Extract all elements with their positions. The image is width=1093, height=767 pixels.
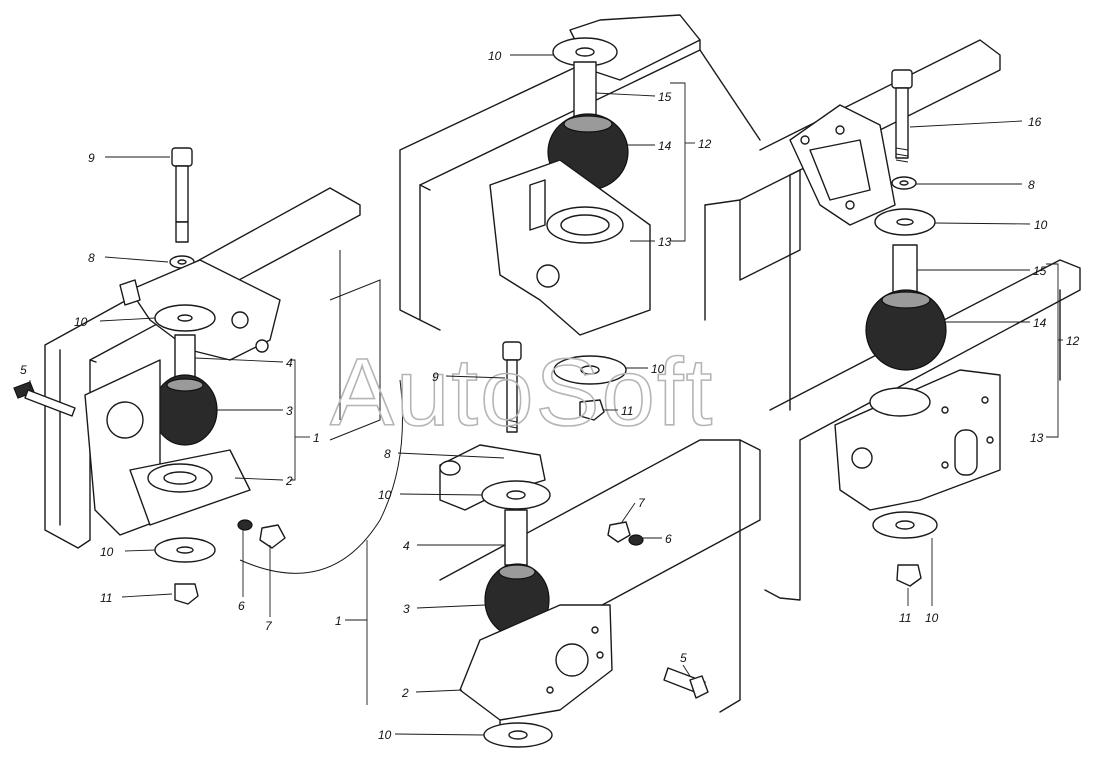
callout-labels: 9 8 10 5 4 3 1 2 10 11 6 7 1 10 15 14 12… [20, 49, 1080, 742]
callout-right-13: 13 [1030, 431, 1044, 445]
callout-center-10-upper: 10 [378, 488, 392, 502]
callout-left-1-lower: 1 [335, 614, 342, 628]
callout-center-11: 11 [621, 404, 633, 418]
callout-left-3: 3 [286, 404, 293, 418]
callout-top-14: 14 [658, 139, 672, 153]
callout-left-7: 7 [265, 619, 273, 633]
callout-right-11: 11 [899, 611, 911, 625]
callout-left-4: 4 [286, 356, 293, 370]
callout-top-15: 15 [658, 90, 672, 104]
callout-left-2: 2 [285, 474, 293, 488]
callout-left-8: 8 [88, 251, 95, 265]
callout-center-9: 9 [432, 370, 439, 384]
callout-center-6: 6 [665, 532, 672, 546]
right-mount-assembly [789, 69, 1001, 587]
callout-right-12: 12 [1066, 334, 1080, 348]
callout-center-4: 4 [403, 539, 410, 553]
callout-left-5: 5 [20, 363, 27, 377]
callout-right-8: 8 [1028, 178, 1035, 192]
callout-center-7: 7 [638, 496, 646, 510]
callout-left-9: 9 [88, 151, 95, 165]
callout-top-13: 13 [658, 235, 672, 249]
callout-left-10-lower: 10 [100, 545, 114, 559]
center-mount-assembly [439, 341, 709, 748]
watermark-text: AutoSoft [330, 339, 714, 446]
assembly-outline-curve [239, 379, 403, 574]
callout-left-11: 11 [100, 591, 112, 605]
left-mount-assembly [13, 147, 286, 605]
callout-center-10: 10 [651, 362, 665, 376]
callout-top-12: 12 [698, 137, 712, 151]
leader-lines [29, 54, 1063, 736]
callout-center-3: 3 [403, 602, 410, 616]
callout-center-10-lower: 10 [378, 728, 392, 742]
top-mount-assembly [489, 14, 701, 421]
callout-right-15: 15 [1033, 264, 1047, 278]
callout-left-6: 6 [238, 599, 245, 613]
callout-right-10: 10 [1034, 218, 1048, 232]
callout-left-1-upper: 1 [313, 431, 320, 445]
frame-rail-right [759, 39, 1081, 601]
callout-center-8: 8 [384, 447, 391, 461]
callout-right-10-lower: 10 [925, 611, 939, 625]
callout-right-16: 16 [1028, 115, 1042, 129]
callout-right-14: 14 [1033, 316, 1047, 330]
callout-center-5: 5 [680, 651, 687, 665]
callout-top-10: 10 [488, 49, 502, 63]
callout-left-10: 10 [74, 315, 88, 329]
callout-center-2: 2 [401, 686, 409, 700]
frame-rail-left [44, 187, 381, 549]
